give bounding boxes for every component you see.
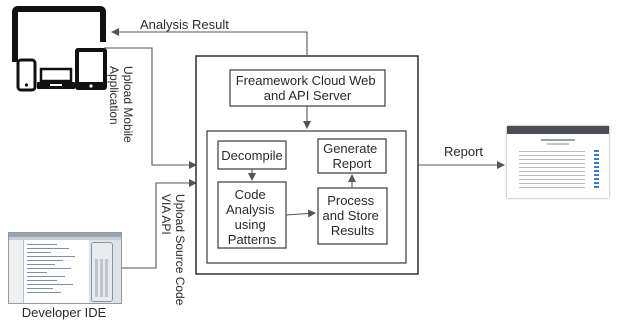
decompile-label: Decompile	[221, 148, 282, 163]
server-label: Freamework Cloud Web and API Server	[236, 73, 380, 103]
ide-editor	[24, 240, 89, 303]
server-box	[229, 69, 386, 107]
ide-phone-preview	[91, 242, 113, 302]
report-label: Report	[444, 144, 483, 159]
report-subheading	[547, 143, 569, 145]
code-analysis-label: Code Analysis using Patterns	[226, 187, 278, 247]
developer-ide-screenshot	[8, 232, 122, 304]
report-heading	[541, 139, 575, 141]
analysis-to-process-arrow	[285, 209, 316, 218]
process-store-box	[317, 187, 388, 245]
upload-source-label: Upload Source Code VIA API	[159, 194, 187, 309]
ide-project-panel	[9, 240, 24, 303]
upload-source-arrow	[120, 179, 197, 269]
upload-mobile-arrow	[104, 47, 197, 169]
report-navbar	[507, 126, 609, 134]
upload-mobile-label: Upload Mobile Application	[107, 66, 135, 146]
report-screenshot	[507, 126, 609, 198]
ide-menubar	[9, 233, 121, 237]
ide-toolbar	[9, 237, 121, 240]
analysis-result-label: Analysis Result	[140, 17, 229, 32]
generate-report-label: Generate Report	[323, 141, 381, 171]
decompile-box	[217, 140, 287, 170]
generate-report-box	[317, 138, 387, 174]
analysis-result-arrow	[111, 28, 308, 55]
devices-icon	[12, 6, 107, 92]
developer-ide-label: Developer IDE	[22, 305, 107, 320]
process-store-label: Process and Store Results	[323, 193, 383, 238]
